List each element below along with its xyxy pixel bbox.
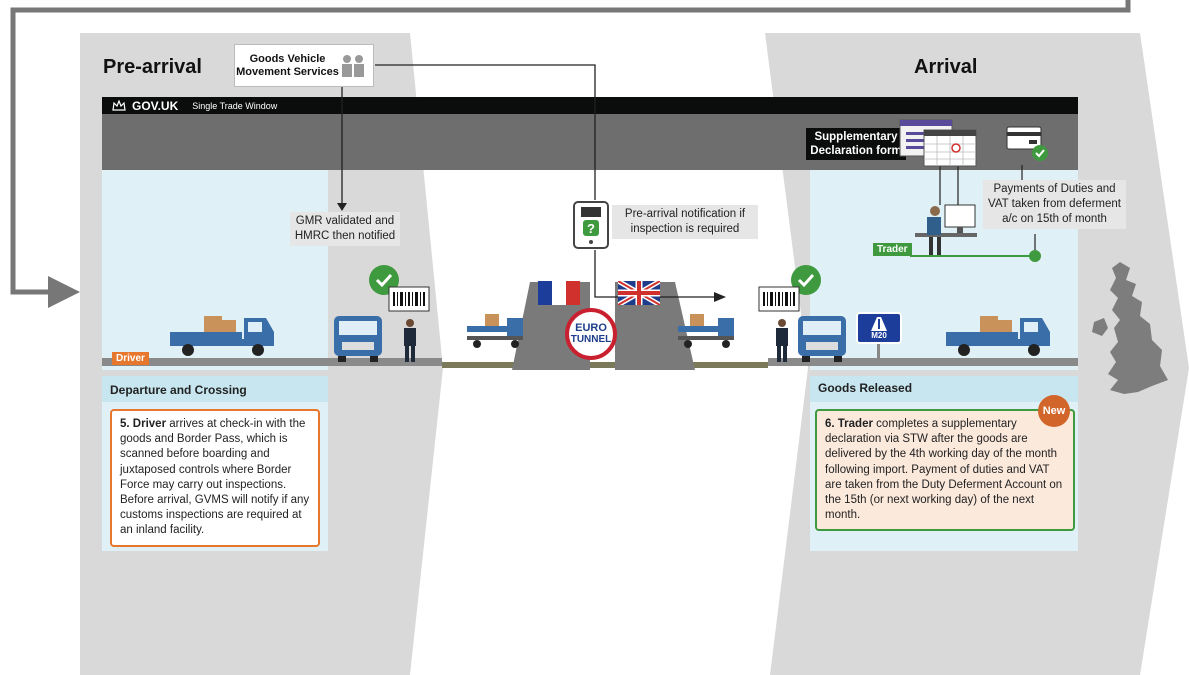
driver-tag: Driver bbox=[112, 352, 149, 365]
step-5-actor: Driver bbox=[132, 418, 167, 430]
arrival-band bbox=[810, 376, 1078, 402]
new-badge: New bbox=[1038, 395, 1070, 427]
uk-map-icon bbox=[1092, 262, 1168, 394]
pre-arrival-title: Pre-arrival bbox=[103, 56, 202, 78]
eurotunnel-bottom-text: TUNNEL bbox=[570, 334, 612, 345]
step-6-box: 6. Trader completes a supplementary decl… bbox=[815, 409, 1075, 532]
step-6-number: 6. bbox=[825, 418, 835, 430]
border-officer-icon bbox=[404, 319, 416, 362]
people-icon bbox=[342, 54, 364, 77]
barcode-pass-icon bbox=[758, 286, 800, 312]
m20-label: M20 bbox=[871, 331, 887, 340]
govuk-brand: GOV.UK bbox=[132, 98, 179, 113]
phone-notification-icon: ? bbox=[573, 201, 609, 249]
trader-desk-icon bbox=[915, 204, 977, 255]
govuk-subtitle: Single Trade Window bbox=[192, 100, 278, 111]
supplementary-form-label: Supplementary Declaration form bbox=[806, 128, 906, 160]
uk-flag-icon bbox=[618, 281, 660, 305]
payments-callout: Payments of Duties and VAT taken from de… bbox=[983, 180, 1126, 229]
svg-text:?: ? bbox=[587, 221, 595, 236]
truck-icon bbox=[946, 316, 1050, 356]
gvms-box: Goods Vehicle Movement Services bbox=[234, 44, 374, 87]
border-officer-icon bbox=[776, 319, 788, 362]
shuttle-truck-icon bbox=[467, 314, 523, 348]
france-flag-icon bbox=[538, 281, 580, 305]
departure-crossing-label: Departure and Crossing bbox=[110, 383, 247, 397]
govuk-bar bbox=[102, 97, 1078, 114]
step-6-actor: Trader bbox=[837, 418, 873, 430]
step-5-number: 5. bbox=[120, 418, 130, 430]
truck-front-icon bbox=[334, 316, 382, 362]
crown-icon bbox=[112, 100, 126, 111]
motorway-icon bbox=[871, 317, 887, 331]
return-flow-arrow bbox=[10, 0, 1131, 308]
payment-card-icon bbox=[1006, 126, 1048, 161]
declaration-form-icon bbox=[899, 119, 977, 167]
rail-track bbox=[442, 362, 768, 368]
shuttle-truck-icon bbox=[678, 314, 734, 348]
notification-callout: Pre-arrival notification if inspection i… bbox=[612, 205, 758, 239]
step-6-text: completes a supplementary declaration vi… bbox=[825, 418, 1063, 522]
new-badge-label: New bbox=[1042, 405, 1066, 417]
sign-post bbox=[877, 344, 880, 360]
truck-icon bbox=[170, 316, 274, 356]
truck-front-icon bbox=[798, 316, 846, 362]
arrival-title: Arrival bbox=[914, 56, 978, 78]
step-5-box: 5. Driver arrives at check-in with the g… bbox=[110, 409, 320, 547]
barcode-pass-icon bbox=[388, 286, 430, 312]
gmr-callout: GMR validated and HMRC then notified bbox=[290, 212, 400, 246]
eurotunnel-top-text: EURO bbox=[575, 322, 607, 334]
trader-tag: Trader bbox=[873, 243, 912, 256]
road-left bbox=[102, 358, 442, 366]
road-right bbox=[768, 358, 1078, 366]
step-5-text: arrives at check-in with the goods and B… bbox=[120, 418, 310, 537]
m20-motorway-sign: M20 bbox=[856, 312, 902, 344]
pre-arrival-band bbox=[102, 376, 328, 402]
govuk-header: GOV.UK Single Trade Window bbox=[112, 98, 277, 113]
goods-released-label: Goods Released bbox=[818, 381, 913, 395]
eurotunnel-logo: EURO TUNNEL bbox=[565, 308, 617, 360]
gvms-label: Goods Vehicle Movement Services bbox=[236, 52, 339, 78]
